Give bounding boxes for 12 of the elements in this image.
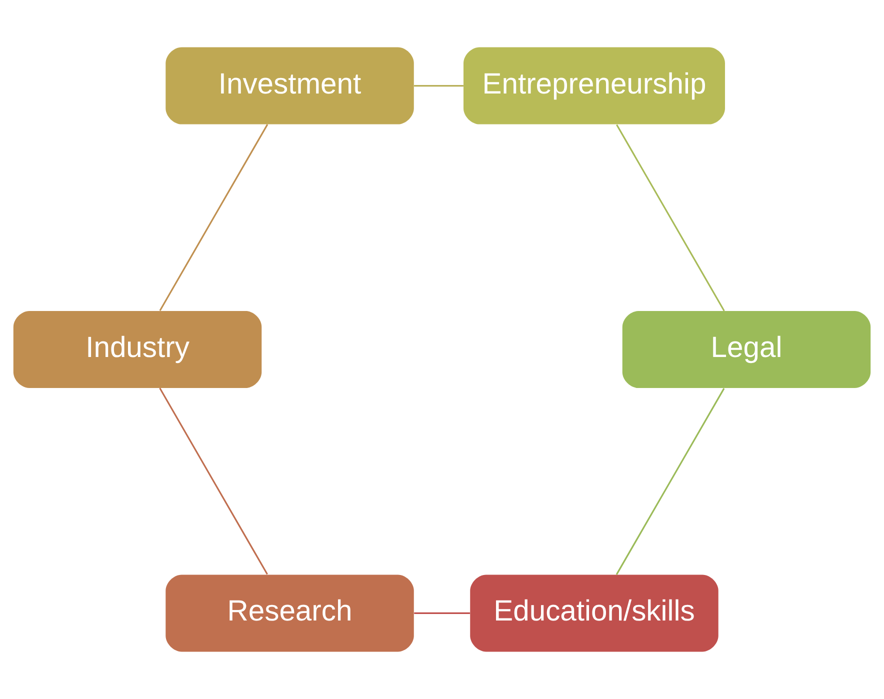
node-box: Industry [13,311,262,388]
connector [616,388,725,575]
node-box: Investment [166,47,414,124]
node-box: Education/skills [470,574,718,652]
connector [159,124,268,311]
node-box: Research [166,574,414,652]
node-box: Legal [622,311,871,388]
connector [414,612,470,614]
connector [616,124,725,312]
node-box: Entrepreneurship [463,47,725,124]
connector [159,388,268,575]
connector [414,85,464,87]
